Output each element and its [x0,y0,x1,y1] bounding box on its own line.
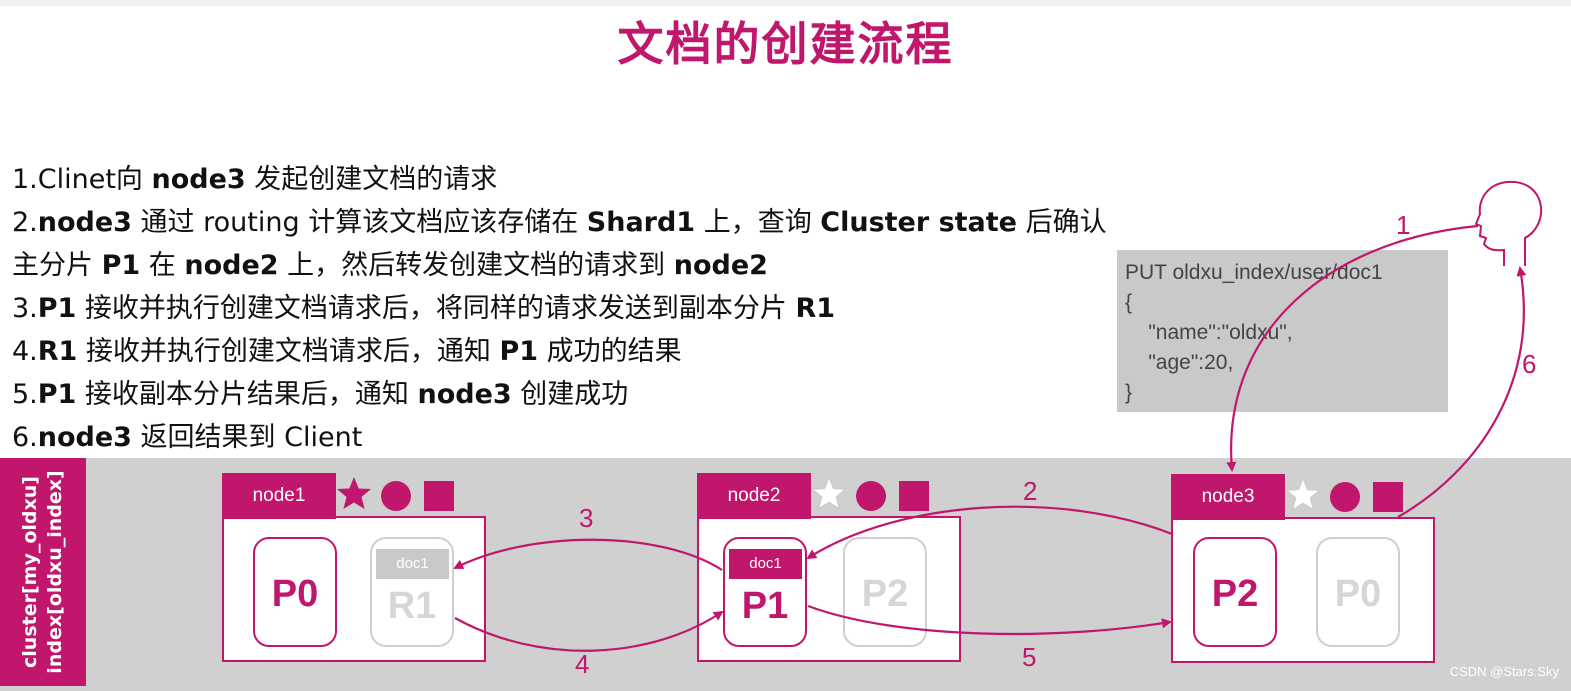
shard-label: P0 [271,573,319,615]
step-text: 上，然后转发创建文档的请求到 [278,250,674,281]
square-icon [424,481,454,511]
shard-p0-node3: P0 [1316,537,1400,647]
step-text: 成功的结果 [538,336,682,367]
node2-icons [811,475,929,511]
step-keyword: node3 [417,379,512,410]
star-icon [811,475,848,511]
step-line: 2.node3 通过 routing 计算该文档应该存储在 Shard1 上，查… [12,201,1142,244]
step-line: 6.node3 返回结果到 Client [12,416,1142,459]
step-text: 6. [12,422,38,453]
shard-label: P0 [1334,573,1382,615]
shard-label: P2 [861,573,909,615]
doc-tag: doc1 [729,549,802,579]
shard-p0-node1: P0 [253,537,337,647]
step-keyword: R1 [795,293,836,324]
step-text: 主分片 [12,250,102,281]
step-keyword: Cluster state [820,207,1017,238]
client-icon [1474,180,1542,266]
step-text: 接收副本分片结果后，通知 [76,379,418,410]
circle-icon [1330,482,1360,512]
circle-icon [856,481,886,511]
shard-label: R1 [387,585,437,627]
arrow-number-6: 6 [1522,349,1537,379]
step-text: 后确认 [1017,207,1107,238]
step-keyword: P1 [37,379,77,410]
node3-tag: node3 [1171,474,1285,520]
step-keyword: node2 [673,250,768,281]
step-text: 接收并执行创建文档请求后，通知 [77,336,500,367]
step-line: 1.Clinet向 node3 发起创建文档的请求 [12,158,1142,201]
step-keyword: node3 [37,422,132,453]
shard-p2-node3: P2 [1193,537,1277,647]
step-line: 4.R1 接收并执行创建文档请求后，通知 P1 成功的结果 [12,330,1142,373]
arrow-4 [454,610,724,652]
arrow-5 [807,604,1172,636]
arrow-number-5: 5 [1022,642,1037,672]
step-line: 主分片 P1 在 node2 上，然后转发创建文档的请求到 node2 [12,244,1142,287]
node1-icons [337,477,454,511]
step-text: 在 [140,250,185,281]
step-text: 1.Clinet向 [12,164,152,195]
step-keyword: node3 [37,207,132,238]
node2-tag: node2 [697,473,811,519]
step-text: 发起创建文档的请求 [245,164,498,195]
arrow-6 [1397,266,1527,518]
star-icon [337,477,371,509]
cluster-sidebar: cluster[my_oldxu] index[oldxu_index] [0,458,86,686]
star-icon [1285,476,1322,512]
arrow-number-2: 2 [1023,476,1038,506]
step-text: 通过 routing 计算该文档应该存储在 [131,207,587,238]
step-text: 4. [12,336,38,367]
arrow-2 [806,505,1173,560]
step-line: 3.P1 接收并执行创建文档请求后，将同样的请求发送到副本分片 R1 [12,287,1142,330]
step-keyword: P1 [37,293,77,324]
arrow-number-4: 4 [575,649,590,679]
step-keyword: P1 [101,250,141,281]
arrow-1 [1226,224,1479,472]
square-icon [1373,482,1403,512]
step-keyword: node3 [151,164,246,195]
arrow-number-1: 1 [1396,210,1411,240]
step-line: 5.P1 接收副本分片结果后，通知 node3 创建成功 [12,373,1142,416]
step-text: 创建成功 [511,379,629,410]
step-text: 3. [12,293,38,324]
shard-p1-node2: doc1 P1 [723,537,807,647]
step-text: 上，查询 [695,207,821,238]
page-title: 文档的创建流程 [617,17,954,71]
doc-tag: doc1 [376,549,449,579]
step-keyword: R1 [37,336,78,367]
step-keyword: P1 [499,336,539,367]
arrow-number-3: 3 [579,503,594,533]
step-text: 接收并执行创建文档请求后，将同样的请求发送到副本分片 [76,293,796,324]
step-text: 5. [12,379,38,410]
node1-tag: node1 [222,473,336,519]
shard-r1-node1: doc1 R1 [370,537,454,647]
step-keyword: node2 [184,250,279,281]
watermark: CSDN @Stars.Sky [1449,664,1559,679]
request-code-box: PUT oldxu_index/user/doc1 { "name":"oldx… [1117,250,1448,412]
top-strip [0,0,1571,6]
shard-label: P2 [1211,573,1259,615]
square-icon [899,481,929,511]
step-text: 2. [12,207,38,238]
shard-label: P1 [741,585,789,627]
circle-icon [381,481,411,511]
arrow-3 [453,538,723,571]
node3-icons [1285,476,1403,512]
step-keyword: Shard1 [586,207,696,238]
step-text: 返回结果到 Client [131,422,363,453]
